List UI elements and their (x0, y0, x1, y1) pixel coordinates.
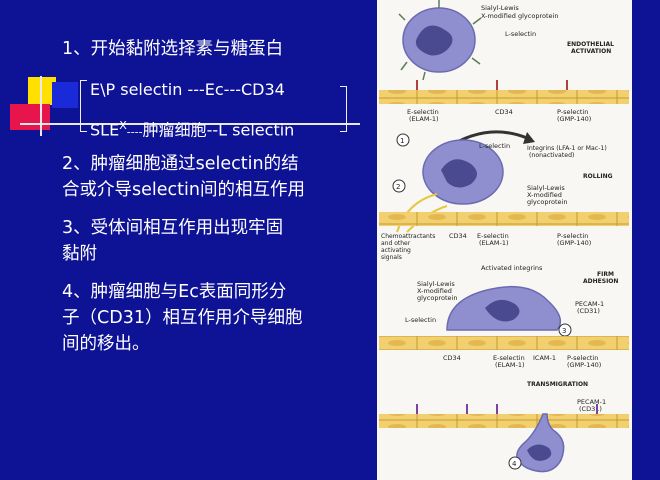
step-1-number: 1 (400, 137, 404, 145)
sub-bracket-left (80, 80, 87, 132)
stage1-cd34: CD34 (495, 108, 513, 116)
stage3-eselectin-line2: (ELAM-1) (495, 361, 525, 369)
point-3-line-2: 黏附 (62, 244, 97, 264)
endothelium-1-receptors (416, 80, 568, 90)
decor-horizontal-line (20, 123, 360, 125)
point-4-line-2: 子（CD31）相互作用介导细胞 (62, 308, 303, 328)
sub-bracket-right (340, 86, 347, 132)
stage3-title-line1: FIRM (597, 271, 614, 278)
point-4-line-3: 间的移出。 (62, 334, 150, 354)
point-4-line-1: 4、肿瘤细胞与Ec表面同形分 (62, 282, 287, 302)
step-2-number: 2 (396, 183, 400, 191)
stage2-eselectin-line1: E-selectin (477, 232, 509, 240)
sub-item-2-sup: X (119, 119, 127, 132)
stage4-pecam-line1: PECAM-1 (577, 398, 606, 406)
endothelium-2 (379, 212, 629, 226)
sub-item-2-prefix: SLE (90, 120, 120, 140)
sub-item-2: SLEX----肿瘤细胞--L selectin (90, 115, 294, 143)
stage2-lselectin: L-selectin (479, 142, 510, 150)
stage2-integrins-line1: Integrins (LFA-1 or Mac-1) (527, 145, 607, 152)
stage-transmigration: TRANSMIGRATION PECAM-1 (CD31) 4 (379, 381, 629, 473)
stage3-glyco-line1: Sialyl-Lewis (417, 280, 455, 288)
nucleus-4 (527, 444, 552, 461)
endothelium-4 (379, 414, 629, 428)
step-4-badge (508, 456, 522, 470)
stage4-title: TRANSMIGRATION (527, 381, 588, 388)
sub-item-2-dashes: ---- (126, 125, 143, 139)
stage4-pecam-line2: (CD31) (579, 405, 602, 413)
step-2-badge (392, 179, 406, 193)
stage1-glyco-line2: X-modified glycoprotein (481, 12, 558, 20)
stage2-cd34: CD34 (449, 232, 467, 240)
stage3-pselectin-line1: P-selectin (567, 354, 598, 362)
stage2-glyco-line2: X-modified (527, 191, 562, 199)
stage1-eselectin-line2: (ELAM-1) (409, 115, 439, 123)
endothelium-1 (379, 90, 629, 104)
stage2-glyco-line3: glycoprotein (527, 198, 567, 206)
nucleus-1 (415, 25, 453, 56)
point-2-line-1: 2、肿瘤细胞通过selectin的结 (62, 154, 299, 174)
stage-firm-adhesion: Activated integrins FIRM ADHESION Sialyl… (379, 264, 629, 369)
stage2-pselectin-line1: P-selectin (557, 232, 588, 240)
step-3-number: 3 (562, 327, 566, 335)
stage-activation: Sialyl-Lewis X-modified glycoprotein L-s… (379, 0, 629, 123)
decor-yellow-square (28, 77, 56, 105)
stage3-glyco-line2: X-modified (417, 287, 452, 295)
stage3-pecam-line1: PECAM-1 (575, 300, 604, 308)
endothelium-4-receptors (416, 404, 598, 414)
stage3-cd34: CD34 (443, 354, 461, 362)
nucleus-3 (485, 299, 520, 322)
cell-1-receptors (398, 0, 482, 81)
cell-4 (516, 413, 565, 473)
decor-blue-square (52, 82, 78, 108)
chemo-arrow-1 (396, 193, 438, 233)
stage1-eselectin-line1: E-selectin (407, 108, 439, 116)
stage3-glyco-line3: glycoprotein (417, 294, 457, 302)
stage2-eselectin-line2: (ELAM-1) (479, 239, 509, 247)
point-1: 1、开始黏附选择素与糖蛋白 (62, 39, 284, 59)
stage3-title-line2: ADHESION (583, 278, 618, 285)
stage3-pecam-line2: (CD31) (577, 307, 600, 315)
endothelium-3 (379, 336, 629, 350)
rolling-arrowhead (523, 132, 535, 144)
stage2-chemo-line3: activating (381, 247, 411, 254)
leukocyte-adhesion-figure: Sialyl-Lewis X-modified glycoprotein L-s… (377, 0, 632, 480)
stage2-title: ROLLING (583, 173, 613, 180)
stage2-chemo-line1: Chemoattractants (381, 233, 435, 240)
stage3-icam: ICAM-1 (533, 354, 556, 362)
point-3-line-1: 3、受体间相互作用出现牢固 (62, 218, 284, 238)
stage2-glyco-line1: Sialyl-Lewis (527, 184, 565, 192)
nucleus-2 (441, 159, 477, 188)
stage-rolling: 1 L-selectin Integrins (LFA-1 or Mac-1) … (379, 130, 629, 261)
decor-red-square (10, 104, 50, 130)
stage3-eselectin-line1: E-selectin (493, 354, 525, 362)
point-2-line-2: 合或介导selectin间的相互作用 (62, 180, 305, 200)
stage3-lselectin: L-selectin (405, 316, 436, 324)
figure-svg: Sialyl-Lewis X-modified glycoprotein L-s… (379, 0, 629, 473)
step-1-badge (396, 133, 410, 147)
slide-right-margin (632, 0, 660, 480)
stage2-chemo-line4: signals (381, 254, 402, 261)
stage2-pselectin-line2: (GMP-140) (557, 239, 591, 247)
stage1-title-line2: ACTIVATION (571, 48, 611, 55)
stage1-lselectin: L-selectin (505, 30, 536, 38)
stage3-pselectin-line2: (GMP-140) (567, 361, 601, 369)
stage3-activated: Activated integrins (481, 264, 543, 272)
stage2-chemo-line2: and other (381, 240, 411, 247)
stage2-integrins-line2: (nonactivated) (529, 152, 574, 159)
decor-vertical-line (40, 76, 42, 136)
sub-item-1: E\P selectin ---Ec---CD34 (90, 80, 285, 99)
stage1-pselectin-line1: P-selectin (557, 108, 588, 116)
sub-item-2-suffix: 肿瘤细胞--L selectin (142, 120, 295, 140)
stage1-glyco-line1: Sialyl-Lewis (481, 4, 519, 12)
step-4-number: 4 (512, 460, 517, 468)
stage1-title-line1: ENDOTHELIAL (567, 41, 614, 48)
stage1-pselectin-line2: (GMP-140) (557, 115, 591, 123)
